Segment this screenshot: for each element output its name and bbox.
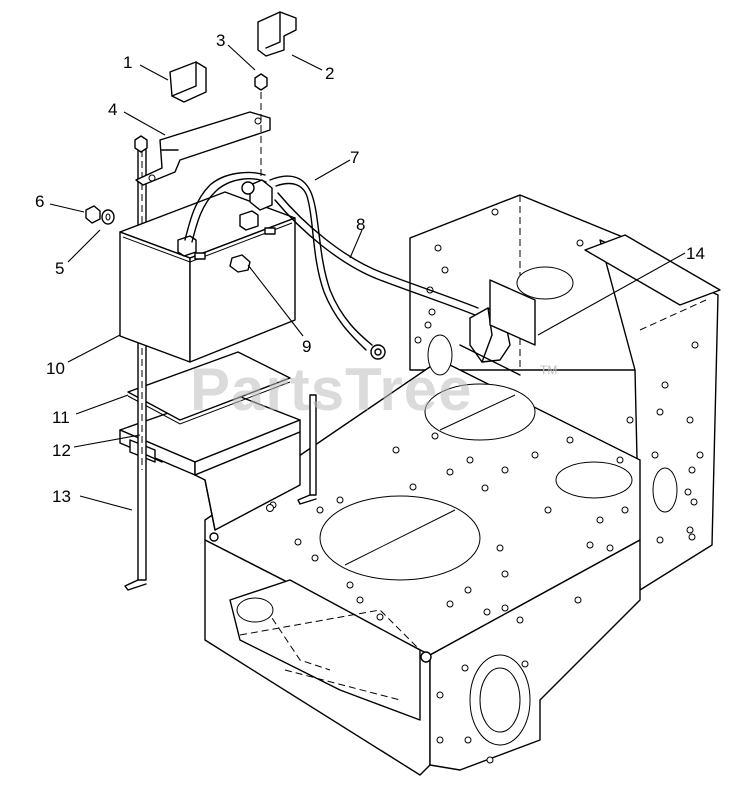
callout-14: 14 — [686, 244, 705, 263]
callout-8: 8 — [356, 215, 365, 234]
callout-4: 4 — [108, 100, 117, 119]
callout-1: 1 — [123, 53, 132, 72]
callout-6: 6 — [35, 192, 44, 211]
partstree-watermark: PartsTree TM — [190, 356, 557, 423]
hold-down-bar — [135, 111, 271, 186]
battery — [119, 191, 296, 363]
watermark-text: PartsTree — [190, 356, 473, 423]
callout-10: 10 — [46, 359, 65, 378]
terminal-boots — [169, 11, 297, 103]
callout-3: 3 — [216, 31, 225, 50]
callout-leaders — [49, 44, 686, 511]
callout-7: 7 — [350, 148, 359, 167]
callout-2: 2 — [325, 64, 334, 83]
callout-11: 11 — [52, 408, 70, 427]
main-frame — [204, 194, 721, 776]
battery-cables — [184, 171, 536, 376]
fasteners — [85, 73, 268, 273]
callout-5: 5 — [55, 259, 64, 278]
callout-9: 9 — [302, 337, 311, 356]
callout-12: 12 — [52, 441, 71, 460]
callout-13: 13 — [52, 487, 71, 506]
frame-bolt-holes — [269, 208, 704, 764]
watermark-trademark: TM — [540, 363, 557, 377]
callout-numbers: 1 2 3 4 5 6 7 8 9 10 11 12 13 14 — [35, 31, 705, 506]
